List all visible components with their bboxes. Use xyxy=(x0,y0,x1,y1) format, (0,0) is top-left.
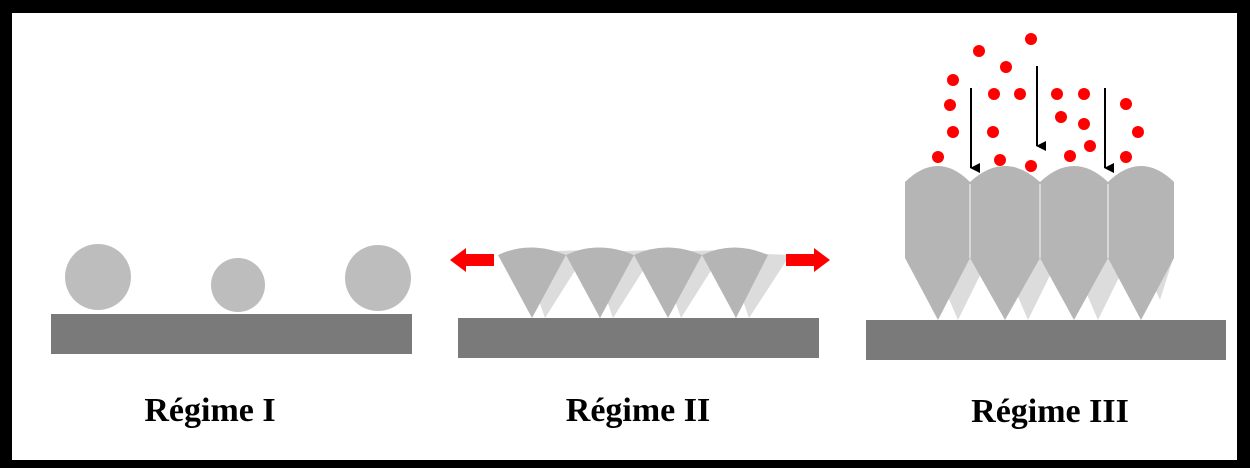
regime-2-label: Régime II xyxy=(566,392,710,429)
regime-3-column xyxy=(970,166,1040,320)
regime-3-label: Régime III xyxy=(971,393,1129,430)
regime-1-substrate xyxy=(51,314,412,354)
regime-2-cone xyxy=(566,247,634,318)
regime-1-particle xyxy=(211,258,265,312)
regime-3-column xyxy=(1108,166,1174,320)
regime-3-droplets xyxy=(932,33,1144,172)
regime-3-substrate xyxy=(866,320,1226,360)
regime-2-cone xyxy=(498,247,566,318)
regime-2-panel xyxy=(450,247,830,358)
regime-3-panel xyxy=(866,33,1226,360)
regime-3-column xyxy=(905,166,970,320)
red-arrow-left-icon xyxy=(450,248,494,272)
regime-2-cone xyxy=(634,247,702,318)
regime-3-column-separators xyxy=(969,184,1109,258)
regime-2-cone xyxy=(702,247,768,318)
regime-2-substrate xyxy=(458,318,819,358)
regime-3-columns xyxy=(905,166,1174,320)
regime-3-deposition-arrows xyxy=(970,66,1114,173)
regime-2-cones xyxy=(498,247,768,318)
regime-1-particle xyxy=(65,244,131,310)
regime-1-panel xyxy=(51,244,412,354)
regime-1-label: Régime I xyxy=(144,392,275,429)
regime-3-column xyxy=(1040,166,1108,320)
red-arrow-right-icon xyxy=(786,248,830,272)
regime-1-particle xyxy=(345,245,411,311)
